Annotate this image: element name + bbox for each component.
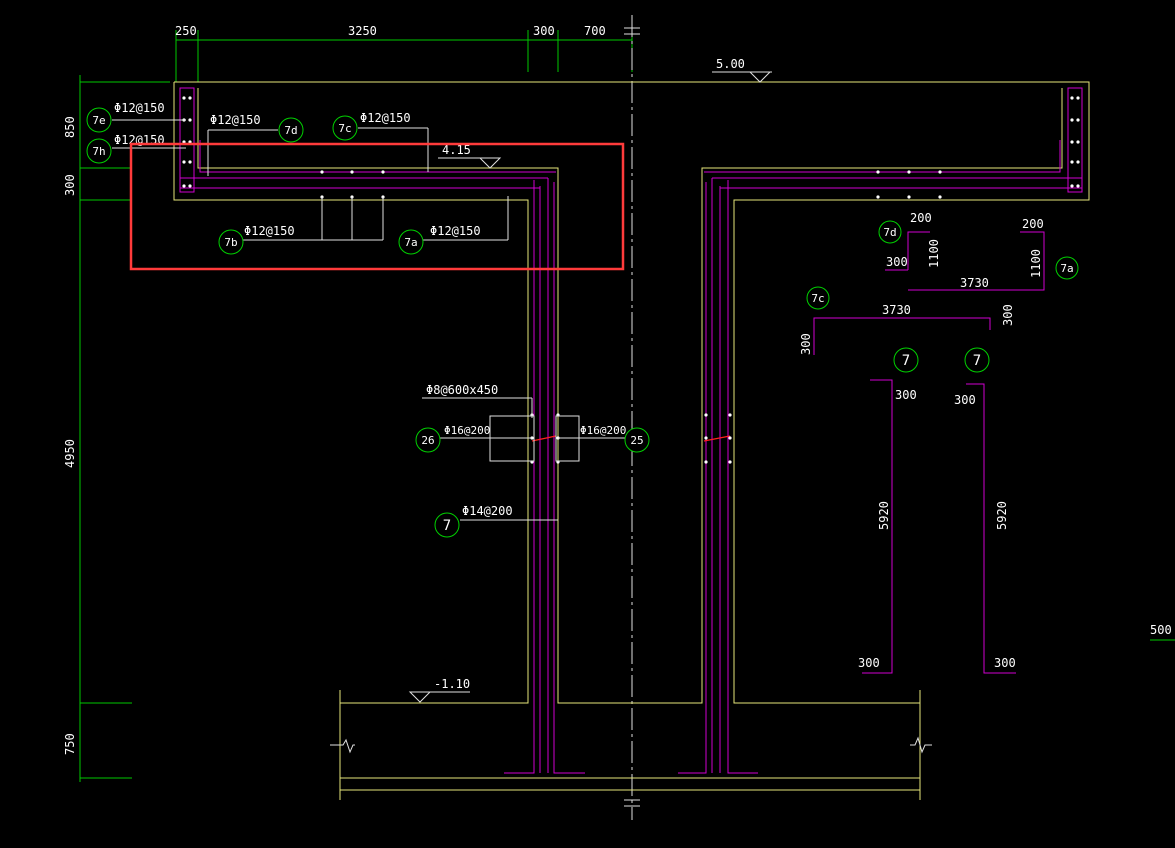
svg-text:7d: 7d xyxy=(883,226,896,239)
elevation-slab: 4.15 xyxy=(438,143,502,169)
svg-text:300: 300 xyxy=(895,388,917,402)
dim-top-250: 250 xyxy=(175,24,197,38)
dim-left-4950: 4950 xyxy=(63,439,77,468)
tag-7e: 7e xyxy=(92,114,105,127)
rebar-labels: Φ12@150 Φ12@150 Φ12@150 Φ12@150 Φ12@150 … xyxy=(114,101,626,518)
tag-25: 25 xyxy=(630,434,643,447)
label-phi12-7e: Φ12@150 xyxy=(114,101,165,115)
tag-26: 26 xyxy=(421,434,434,447)
svg-text:1100: 1100 xyxy=(1029,249,1043,278)
detail-7a: 7a 200 1100 3730 xyxy=(908,217,1079,291)
svg-text:300: 300 xyxy=(954,393,976,407)
label-phi16-right: Φ16@200 xyxy=(580,424,626,437)
dim-top-700: 700 xyxy=(584,24,606,38)
svg-text:5920: 5920 xyxy=(877,501,891,530)
rebar-dots xyxy=(182,96,1080,464)
tie-links xyxy=(531,435,731,442)
label-phi8: Φ8@600x450 xyxy=(426,383,498,397)
svg-text:5920: 5920 xyxy=(995,501,1009,530)
svg-text:7: 7 xyxy=(902,353,910,369)
svg-text:-1.10: -1.10 xyxy=(434,677,470,691)
svg-text:300: 300 xyxy=(886,255,908,269)
elevation-top: 5.00 xyxy=(712,57,772,83)
svg-text:300: 300 xyxy=(858,656,880,670)
detail-7-second: 7 300 5920 300 xyxy=(954,347,1016,674)
svg-text:3730: 3730 xyxy=(960,276,989,290)
svg-text:7: 7 xyxy=(973,353,981,369)
svg-text:5.00: 5.00 xyxy=(716,57,745,71)
detail-7-first: 7 300 5920 300 xyxy=(858,347,919,674)
label-phi12-7c: Φ12@150 xyxy=(360,111,411,125)
svg-text:4.15: 4.15 xyxy=(442,143,471,157)
svg-text:1100: 1100 xyxy=(927,239,941,268)
dim-left-850: 850 xyxy=(63,116,77,138)
rebar-lines xyxy=(179,87,1083,774)
break-symbols xyxy=(330,736,932,754)
highlight-box xyxy=(129,142,625,271)
concrete-outline xyxy=(173,81,1090,800)
dim-top-3250: 3250 xyxy=(348,24,377,38)
elevation-bottom: -1.10 xyxy=(408,677,470,703)
leader-lines xyxy=(112,119,630,521)
left-dimension-chain: 850 300 4950 750 xyxy=(63,75,170,782)
label-phi12-7b: Φ12@150 xyxy=(244,224,295,238)
label-phi12-7d: Φ12@150 xyxy=(210,113,261,127)
right-edge-dim: 500 xyxy=(1150,623,1175,641)
label-phi12-7a: Φ12@150 xyxy=(430,224,481,238)
svg-text:500: 500 xyxy=(1150,623,1172,637)
center-line-break-marks xyxy=(624,27,640,807)
tag-7a: 7a xyxy=(404,236,417,249)
tag-7d: 7d xyxy=(284,124,297,137)
tag-7b: 7b xyxy=(224,236,237,249)
tag-7c: 7c xyxy=(338,122,351,135)
detail-7d: 7d 200 1100 300 xyxy=(878,211,941,271)
label-phi16-left: Φ16@200 xyxy=(444,424,490,437)
tag-7h: 7h xyxy=(92,145,105,158)
dim-left-300: 300 xyxy=(63,174,77,196)
svg-text:300: 300 xyxy=(1001,304,1015,326)
dim-top-300: 300 xyxy=(533,24,555,38)
top-dimension-chain: 250 3250 300 700 xyxy=(175,24,633,82)
label-phi14: Φ14@200 xyxy=(462,504,513,518)
svg-text:3730: 3730 xyxy=(882,303,911,317)
svg-text:7a: 7a xyxy=(1060,262,1073,275)
svg-text:300: 300 xyxy=(799,333,813,355)
svg-text:7c: 7c xyxy=(811,292,824,305)
circled-tags: 7e 7h 7d 7c 7b 7a 26 25 7 xyxy=(86,107,650,538)
svg-text:200: 200 xyxy=(1022,217,1044,231)
tag-7: 7 xyxy=(443,518,451,534)
dim-left-750: 750 xyxy=(63,733,77,755)
svg-text:200: 200 xyxy=(910,211,932,225)
svg-text:300: 300 xyxy=(994,656,1016,670)
detail-7c: 7c 3730 300 300 xyxy=(799,286,1015,355)
